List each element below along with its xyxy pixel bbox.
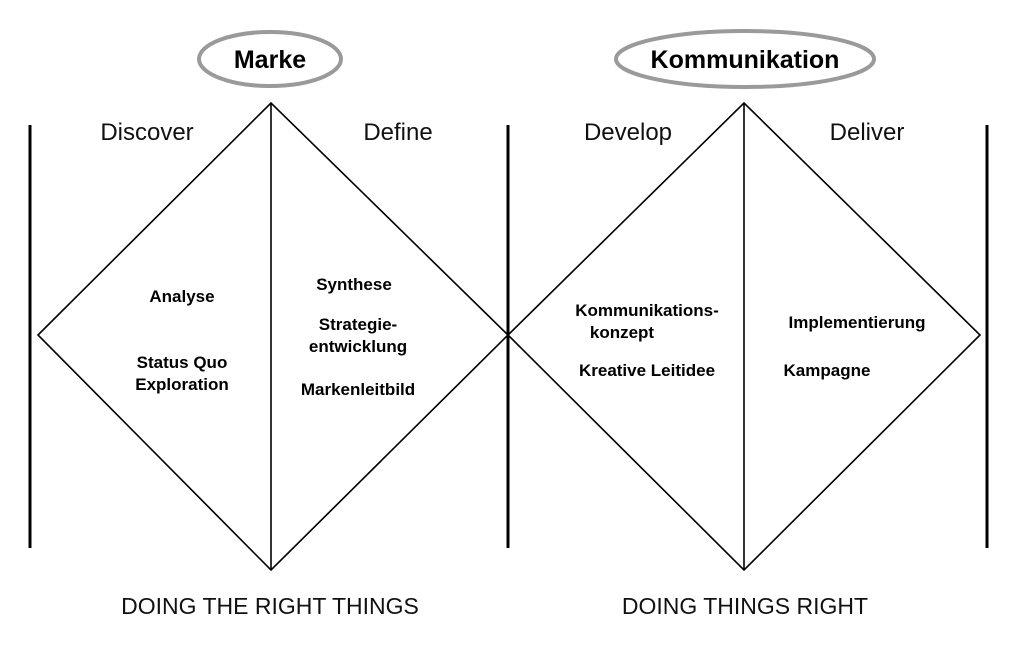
deliver-item: Implementierung — [789, 313, 926, 332]
discover-item: Status Quo — [137, 353, 228, 372]
discover-item: Exploration — [135, 375, 229, 394]
phase-discover: Discover — [100, 119, 193, 146]
phase-define: Define — [363, 119, 432, 146]
define-item: Strategie- — [319, 315, 397, 334]
discover-item: Analyse — [149, 287, 214, 306]
right-diamond — [506, 101, 982, 572]
marke-header: Marke — [234, 46, 306, 74]
marke-oval — [197, 30, 343, 88]
footer-left: DOING THE RIGHT THINGS — [121, 593, 419, 619]
phase-deliver: Deliver — [830, 119, 905, 146]
develop-item: Kommunikations- — [575, 301, 719, 320]
define-item: entwicklung — [309, 337, 407, 356]
define-item: Synthese — [316, 275, 392, 294]
kommunikation-header: Kommunikation — [651, 46, 840, 74]
define-item: Markenleitbild — [301, 380, 415, 399]
develop-item: konzept — [590, 323, 655, 342]
develop-item: Kreative Leitidee — [579, 361, 715, 380]
phase-develop: Develop — [584, 119, 672, 146]
footer-right: DOING THINGS RIGHT — [622, 593, 868, 619]
kommunikation-oval — [614, 29, 876, 89]
deliver-item: Kampagne — [784, 361, 871, 380]
